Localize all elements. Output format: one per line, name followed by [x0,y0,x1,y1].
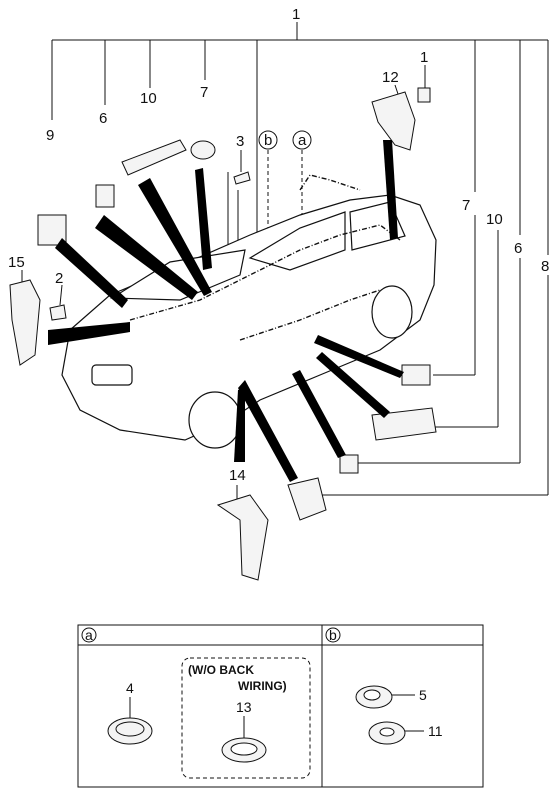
callout-3: 3 [236,133,244,150]
parts [9,87,437,581]
parts-table: a b (W/O BACK WIRING) 4 13 5 11 [77,624,484,788]
callout-7-left: 7 [200,84,208,101]
table-part-4: 4 [126,680,134,696]
callout-12: 12 [382,69,399,86]
callout-1: 1 [292,6,300,23]
callout-7-right: 7 [462,197,470,214]
pointer-wedges [48,140,404,482]
marker-a: a [298,132,307,149]
table-header-b: b [329,627,337,643]
callout-2: 2 [55,270,63,287]
bolt-3 [233,171,251,185]
callout-15: 15 [8,254,25,271]
bracket-14 [216,494,269,581]
callout-6-right: 6 [514,240,522,257]
marker-b: b [264,132,272,149]
vehicle-outline [61,174,437,449]
marker-b-circle [258,130,278,150]
main-harness [129,224,401,321]
rail-10-right [371,407,437,441]
connector-7-right [401,364,431,386]
callout-6-left: 6 [99,110,107,127]
connector-7-left [190,140,216,160]
table-part-13: 13 [236,699,252,715]
connector-6-left [95,184,115,208]
bracket-8 [287,477,327,521]
callout-1-top-right: 1 [420,49,428,66]
connector-1 [417,87,431,103]
note-box [181,657,311,779]
table-part-5: 5 [419,687,427,703]
callout-10-left: 10 [140,90,157,107]
bracket-12 [371,91,416,151]
marker-a-circle [292,130,312,150]
roof-harness [299,174,361,191]
front-wheel [188,391,242,449]
rear-wheel [371,285,413,339]
side-window-front [248,211,346,271]
callout-9: 9 [46,127,54,144]
table-header-a: a [85,627,93,643]
note-line-2: WIRING) [238,679,287,693]
note-line-1: (W/O BACK [188,663,254,677]
connector-6-right [339,454,359,474]
callout-10-right: 10 [486,211,503,228]
grille [91,364,133,386]
callout-8: 8 [541,258,549,275]
rail-10-left [121,139,187,176]
floor-harness [239,289,381,341]
callout-14: 14 [229,467,246,484]
bracket-15 [9,279,41,366]
table-part-11: 11 [428,723,443,739]
bolt-2 [49,304,67,321]
